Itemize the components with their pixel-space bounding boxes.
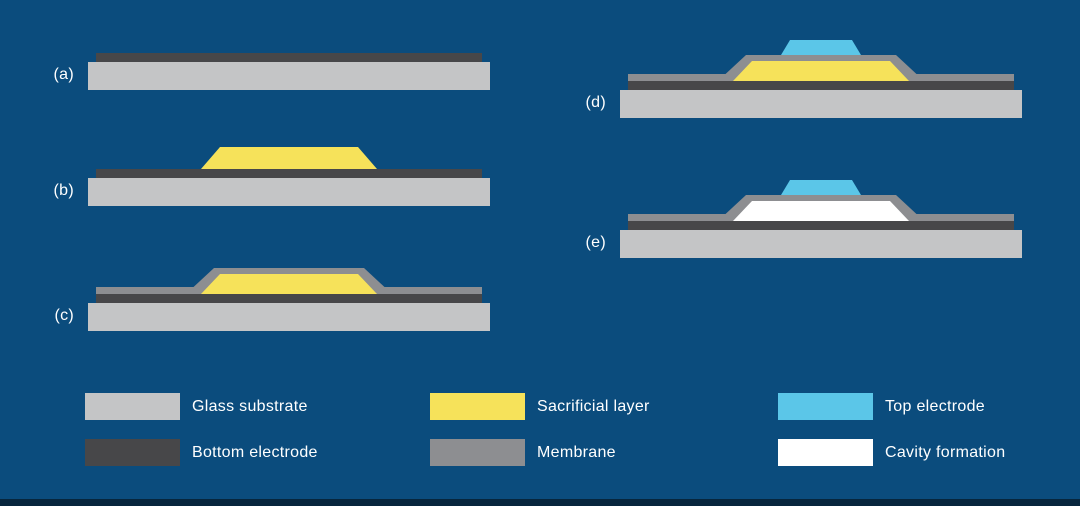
- legend-label-membrane: Membrane: [537, 444, 616, 461]
- legend-swatch-glass-substrate: [85, 393, 180, 420]
- legend-swatch-top-electrode: [778, 393, 873, 420]
- panel-c-sacrificial-layer: [201, 274, 377, 294]
- legend-swatch-bottom-electrode: [85, 439, 180, 466]
- panel-b-bottom-electrode-layer: [96, 169, 482, 178]
- panel-label-c: (c): [54, 307, 74, 324]
- panel-label-e: (e): [585, 234, 606, 251]
- legend-swatch-membrane: [430, 439, 525, 466]
- panel-d-glass-substrate-layer: [620, 90, 1022, 118]
- panel-d-bottom-electrode-layer: [628, 81, 1014, 90]
- panel-e-glass-substrate-layer: [620, 230, 1022, 258]
- legend-label-glass-substrate: Glass substrate: [192, 398, 308, 415]
- legend-label-sacrificial-layer: Sacrificial layer: [537, 398, 650, 415]
- panel-c-bottom-electrode-layer: [96, 294, 482, 303]
- legend-label-top-electrode: Top electrode: [885, 398, 985, 415]
- panel-e-bottom-electrode-layer: [628, 221, 1014, 230]
- panel-d-top-electrode-layer: [781, 40, 861, 55]
- panel-b-glass-substrate-layer: [88, 178, 490, 206]
- panel-label-d: (d): [585, 94, 606, 111]
- panel-a-bottom-electrode-layer: [96, 53, 482, 62]
- legend-swatch-sacrificial-layer: [430, 393, 525, 420]
- legend-label-cavity-formation: Cavity formation: [885, 444, 1006, 461]
- panel-label-b: (b): [53, 182, 74, 199]
- legend-label-bottom-electrode: Bottom electrode: [192, 444, 318, 461]
- panel-a-glass-substrate-layer: [88, 62, 490, 90]
- footer-strip: [0, 499, 1080, 506]
- panel-label-a: (a): [53, 66, 74, 83]
- panel-b-sacrificial-layer: [201, 147, 377, 169]
- panel-e-cavity-layer: [733, 201, 909, 221]
- legend-swatch-cavity-formation: [778, 439, 873, 466]
- panel-d-sacrificial-layer: [733, 61, 909, 81]
- panel-c-glass-substrate-layer: [88, 303, 490, 331]
- panel-e-top-electrode-layer: [781, 180, 861, 195]
